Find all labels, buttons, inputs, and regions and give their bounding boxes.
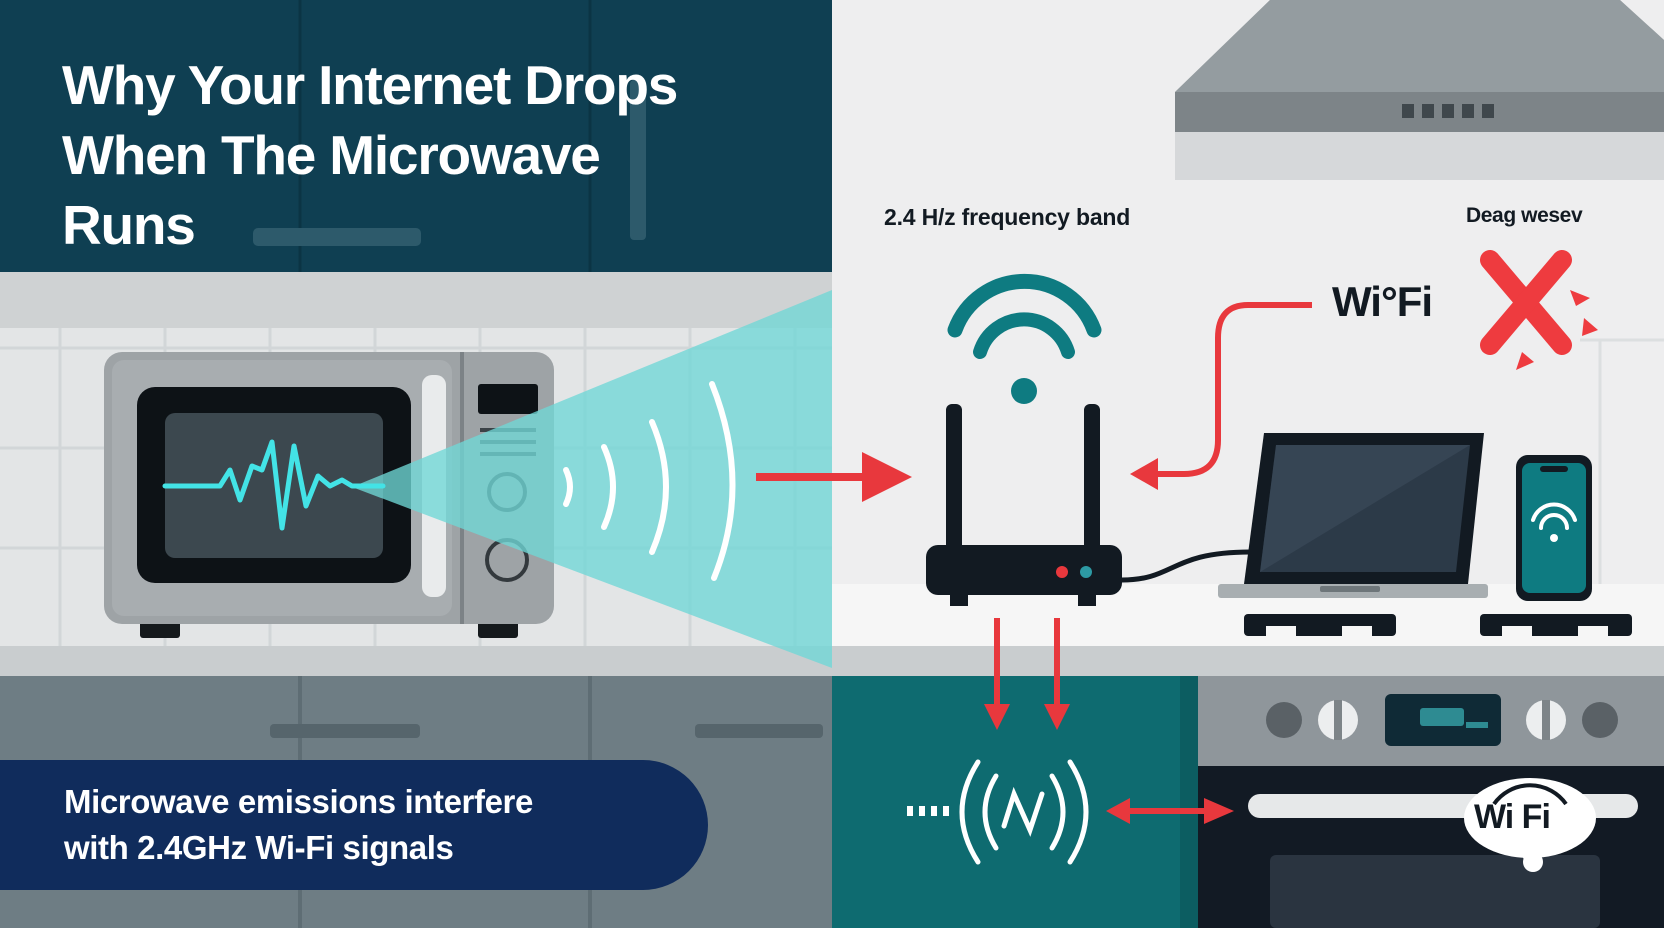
radio-waves-icon [563, 381, 736, 581]
wifi-drop-arrow [1130, 302, 1312, 490]
router-icon [926, 404, 1251, 606]
headline-line-3: Runs [62, 194, 196, 256]
caption-pill [0, 760, 708, 890]
caption-line-2: with 2.4GHz Wi-Fi signals [64, 829, 454, 866]
smartphone-icon [1480, 455, 1632, 638]
interference-signal-icon [907, 759, 1089, 865]
x-mark-icon [1480, 250, 1598, 370]
stove-icon [1198, 676, 1664, 928]
headline-line-2: When The Microwave [62, 124, 601, 186]
wifi-signal-icon [947, 273, 1102, 404]
top-right-label: Deag wesev [1466, 204, 1583, 227]
range-hood-icon [1175, 0, 1664, 180]
headline-line-1: Why Your Internet Drops [62, 54, 678, 116]
laptop-icon [1218, 433, 1488, 638]
downward-arrows [984, 618, 1070, 730]
interference-arrow [756, 452, 912, 502]
waveform-icon [162, 439, 386, 531]
cabinet-handle [630, 80, 646, 240]
caption-line-1: Microwave emissions interfere [64, 783, 533, 820]
double-arrow [1106, 798, 1234, 824]
wifi-bubble-icon [1464, 778, 1596, 872]
upper-cabinets [0, 0, 832, 272]
frequency-band-label: 2.4 H/z frequency band [884, 204, 1131, 230]
wifi-bubble-label: Wi Fi [1474, 798, 1551, 836]
countertop [0, 646, 832, 676]
cabinet-handle [253, 228, 421, 246]
wifi-label: Wi°Fi [1332, 278, 1433, 325]
